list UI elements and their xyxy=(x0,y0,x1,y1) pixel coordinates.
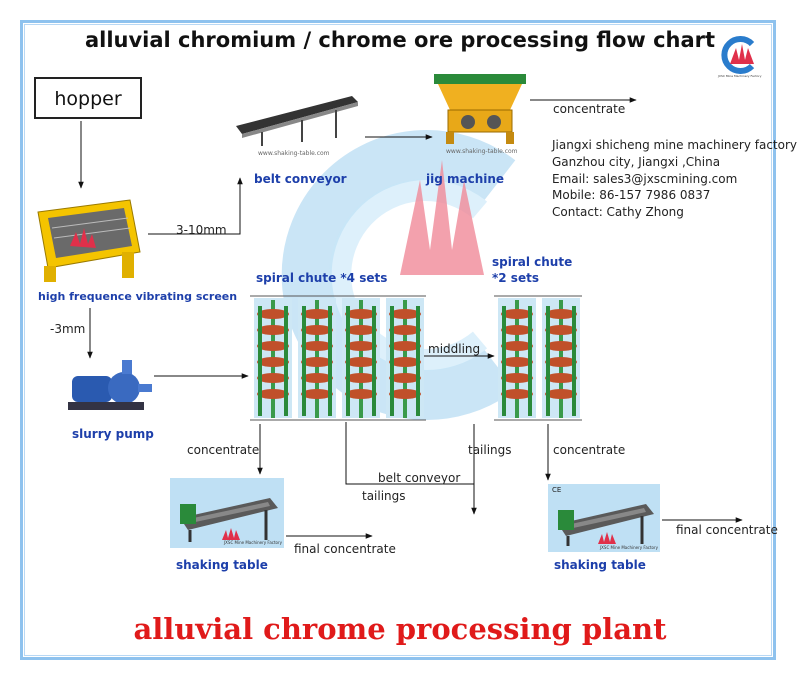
spiral-chute-4-label: spiral chute *4 sets xyxy=(256,271,388,285)
outer-frame xyxy=(20,20,776,660)
vibrating-screen-label: high frequence vibrating screen xyxy=(38,290,238,303)
arrow-left-tailings xyxy=(345,422,474,485)
belt-conveyor-edge-label: belt conveyor xyxy=(378,471,461,485)
hopper-box xyxy=(34,77,142,119)
belt-conveyor-label: belt conveyor xyxy=(254,172,347,186)
company-logo: JXSC Mine Machinery Factory xyxy=(716,36,762,82)
jig-photo-caption: www.shaking-table.com xyxy=(446,148,518,155)
contact-mobile: Mobile: 86-157 7986 0837 xyxy=(552,188,711,202)
spiral-chute-2-image xyxy=(494,295,582,421)
shaking-table-right-image xyxy=(548,484,660,552)
contact-email: Email: sales3@jxscmining.com xyxy=(552,172,738,186)
jig-machine-image xyxy=(434,74,526,144)
right-final-concentrate-label: final concentrate xyxy=(676,523,778,537)
contact-person: Contact: Cathy Zhong xyxy=(552,205,684,219)
vibrating-screen-image xyxy=(30,192,148,286)
inner-frame xyxy=(24,24,772,656)
middling-label: middling xyxy=(428,342,481,356)
jig-machine-label: jig machine xyxy=(426,172,505,186)
belt-conveyor-image xyxy=(236,96,358,146)
left-tailings-label: tailings xyxy=(362,489,406,503)
right-concentrate-label: concentrate xyxy=(553,443,626,457)
spiral-chute-2-label-line2: *2 sets xyxy=(492,271,539,285)
spiral-chute-2-label-line1: spiral chute xyxy=(492,255,573,269)
table-left-photo-caption: JXSC Mine Machinery Factory xyxy=(224,540,282,545)
arrow-screen-to-conveyor xyxy=(148,177,243,235)
jig-concentrate-label: concentrate xyxy=(553,102,626,116)
hopper-label: hopper xyxy=(54,88,122,110)
ce-mark: CE xyxy=(552,486,562,494)
spiral-chute-4-image xyxy=(250,295,426,421)
left-final-concentrate-label: final concentrate xyxy=(294,542,396,556)
right-tailings-label: tailings xyxy=(468,443,512,457)
banner-title: alluvial chrome processing plant xyxy=(133,612,667,646)
contact-city: Ganzhou city, Jiangxi ,China xyxy=(552,155,721,169)
shaking-table-left-image xyxy=(170,478,284,548)
table-right-photo-caption: JXSC Mine Machinery Factory xyxy=(600,545,658,550)
size-3-10mm-label: 3-10mm xyxy=(176,223,227,237)
left-concentrate-label: concentrate xyxy=(187,443,260,457)
shaking-table-right-label: shaking table xyxy=(554,558,646,572)
size-3mm-label: -3mm xyxy=(50,322,86,336)
contact-company: Jiangxi shicheng mine machinery factory xyxy=(552,138,798,152)
shaking-table-left-label: shaking table xyxy=(176,558,268,572)
slurry-pump-image xyxy=(68,360,152,410)
page-title: alluvial chromium / chrome ore processin… xyxy=(84,28,716,52)
logo-caption: JXSC Mine Machinery Factory xyxy=(718,74,762,78)
slurry-pump-label: slurry pump xyxy=(72,427,154,441)
conveyor-photo-caption: www.shaking-table.com xyxy=(258,150,330,157)
